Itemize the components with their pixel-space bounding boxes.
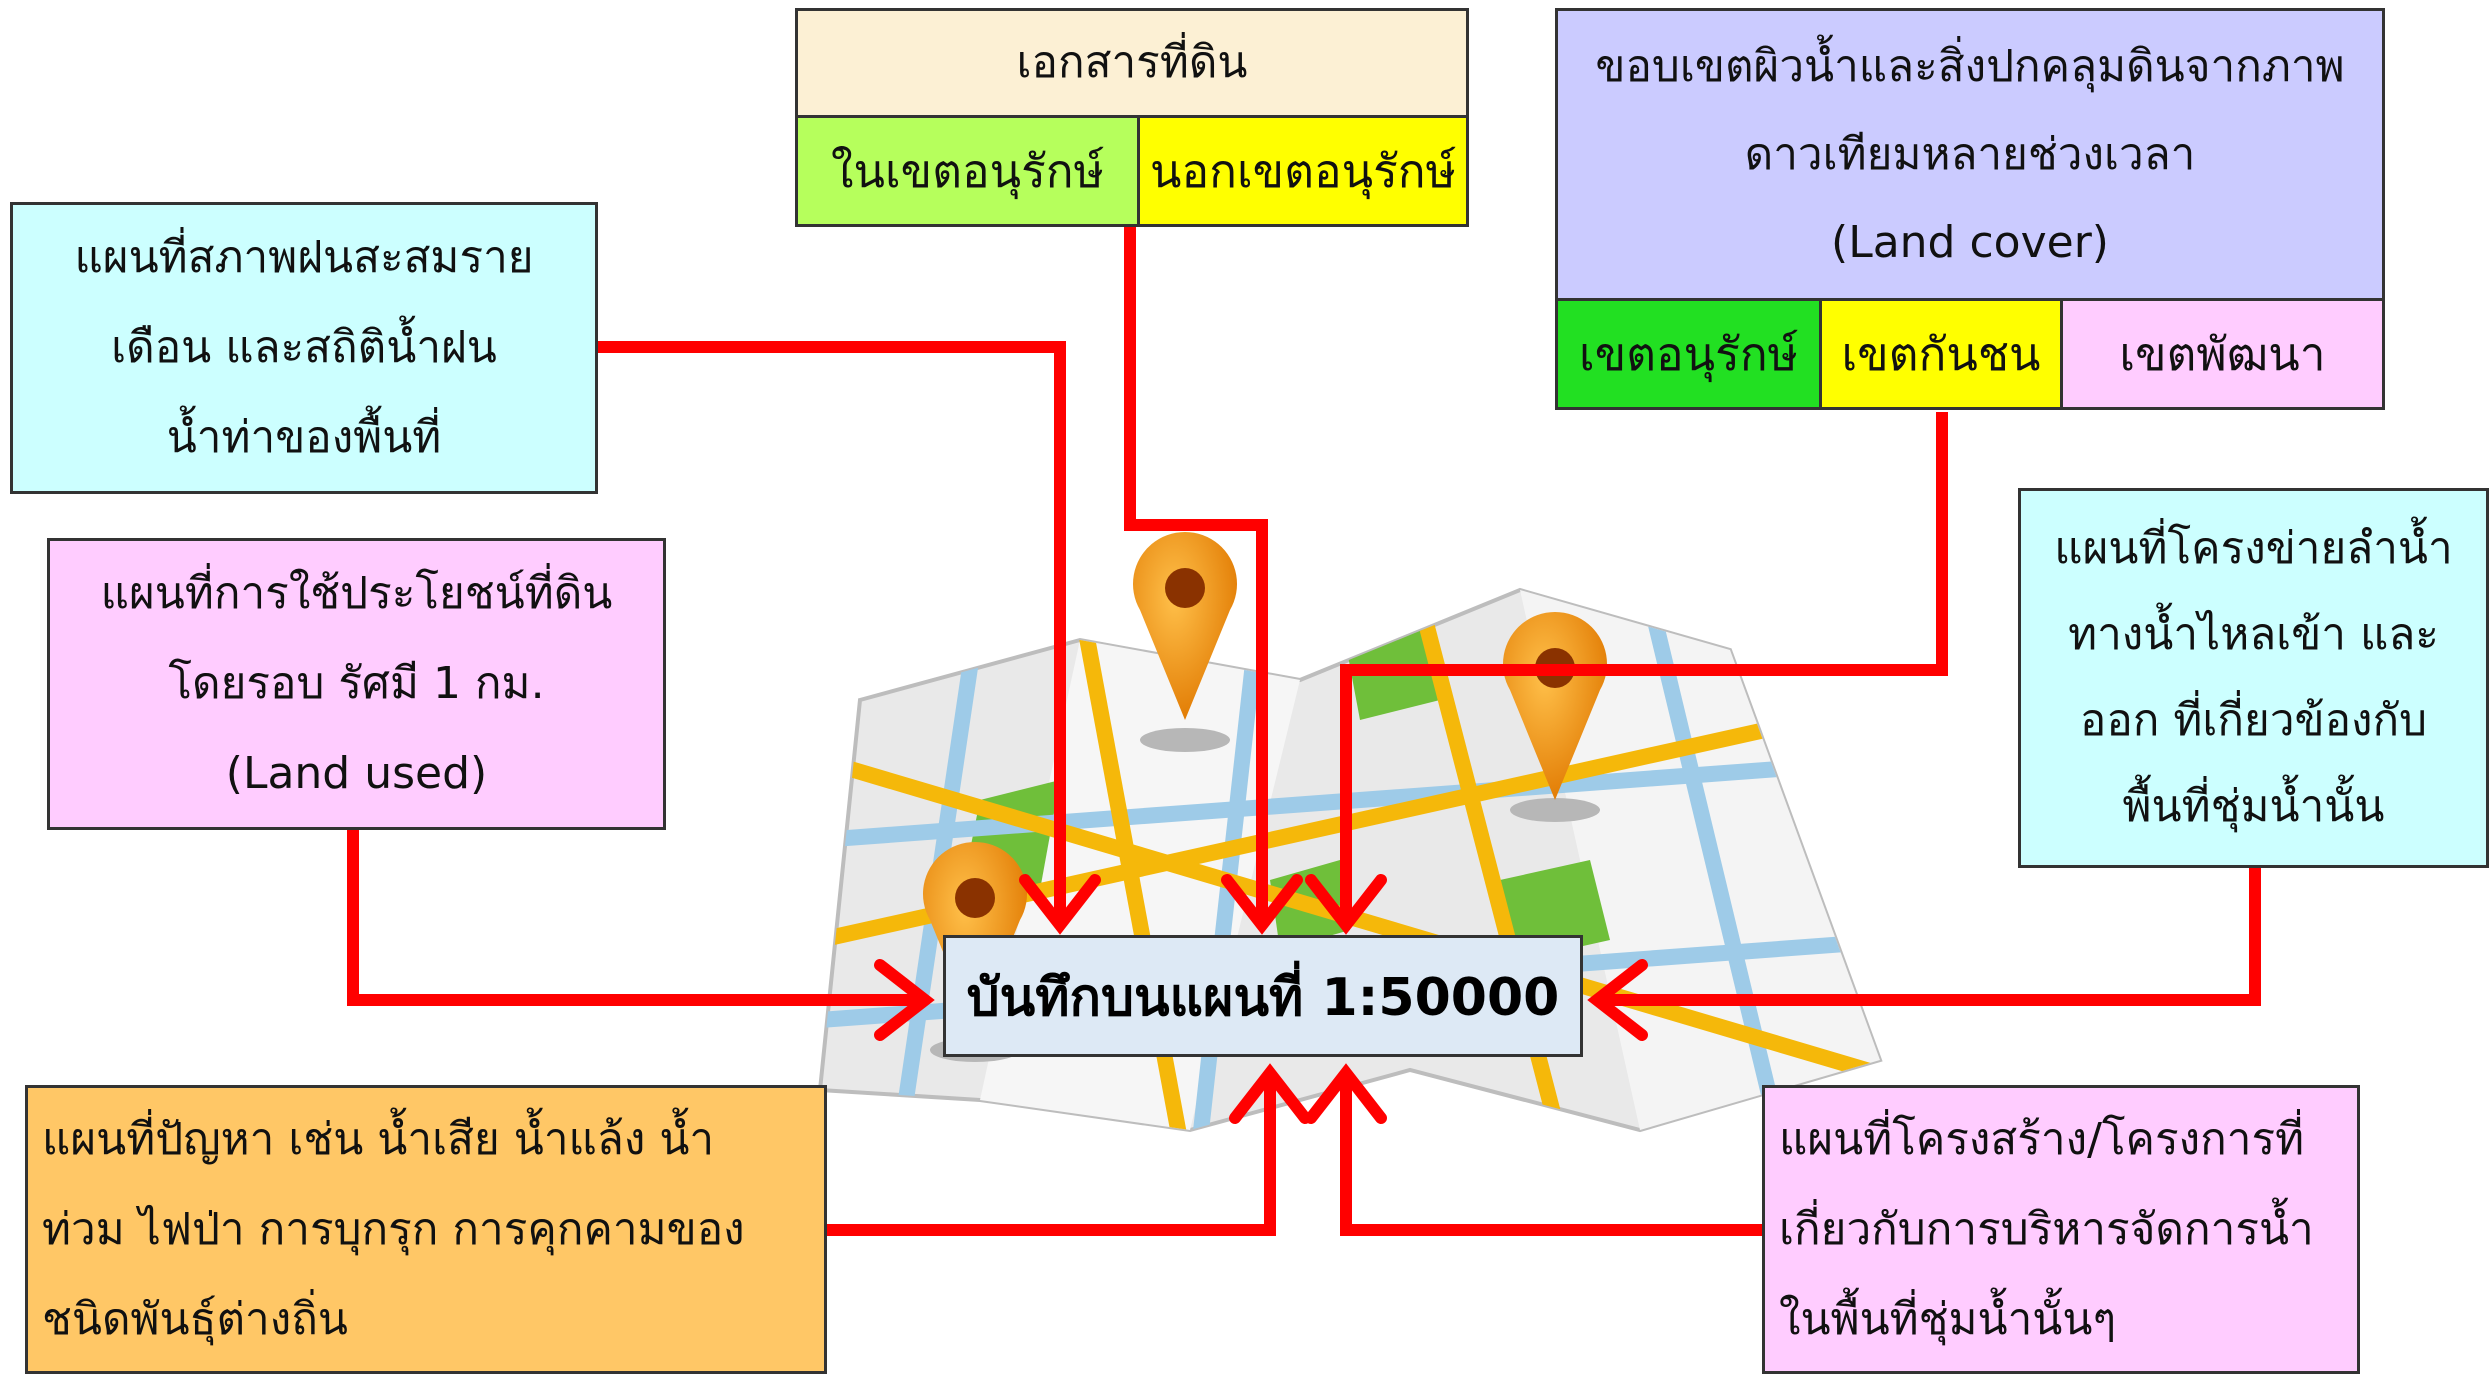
river-network-line-2: ทางน้ำไหลเข้า และ	[2068, 609, 2439, 660]
land-use-line-2: โดยรอบ รัศมี 1 กม.	[168, 658, 545, 709]
structures-line-3: ในพื้นที่ชุ่มน้ำนั้นๆ	[1779, 1293, 2117, 1345]
land-cover-line-2: ดาวเทียมหลายช่วงเวลา	[1744, 128, 2196, 180]
river-network-line-3: ออก ที่เกี่ยวข้องกับ	[2079, 695, 2428, 746]
river-network-line-4: พื้นที่ชุ่มน้ำนั้น	[2122, 781, 2385, 832]
problems-map-box: แผนที่ปัญหา เช่น น้ำเสีย น้ำแล้ง น้ำ ท่ว…	[25, 1085, 827, 1374]
rainfall-map-box: แผนที่สภาพฝนสะสมราย เดือน และสถิติน้ำฝน …	[10, 202, 598, 494]
problems-line-2: ท่วม ไฟป่า การบุกรุก การคุกคามของ	[42, 1203, 745, 1255]
buffer-zone: เขตกันชน	[1819, 298, 2063, 410]
map-pin-icon	[1133, 531, 1238, 720]
land-cover-line-3: (Land cover)	[1831, 216, 2109, 268]
conservation-zone: เขตอนุรักษ์	[1555, 298, 1822, 410]
rainfall-line-1: แผนที่สภาพฝนสะสมราย	[74, 232, 534, 283]
land-docs-title-text: เอกสารที่ดิน	[1016, 37, 1248, 88]
structures-map-box: แผนที่โครงสร้าง/โครงการที่ เกี่ยวกับการบ…	[1762, 1085, 2360, 1374]
river-network-line-1: แผนที่โครงข่ายลำน้ำ	[2054, 523, 2453, 574]
structures-line-2: เกี่ยวกับการบริหารจัดการน้ำ	[1779, 1203, 2314, 1255]
land-docs-inside-zone: ในเขตอนุรักษ์	[795, 115, 1140, 227]
problems-line-3: ชนิดพันธุ์ต่างถิ่น	[42, 1293, 348, 1345]
land-use-map-box: แผนที่การใช้ประโยชน์ที่ดิน โดยรอบ รัศมี …	[47, 538, 666, 830]
rainfall-line-2: เดือน และสถิติน้ำฝน	[111, 322, 497, 373]
structures-line-1: แผนที่โครงสร้าง/โครงการที่	[1779, 1113, 2305, 1165]
problems-line-1: แผนที่ปัญหา เช่น น้ำเสีย น้ำแล้ง น้ำ	[42, 1113, 715, 1165]
land-docs-title: เอกสารที่ดิน	[795, 8, 1469, 118]
land-cover-box: ขอบเขตผิวน้ำและสิ่งปกคลุมดินจากภาพ ดาวเท…	[1555, 8, 2385, 301]
land-cover-line-1: ขอบเขตผิวน้ำและสิ่งปกคลุมดินจากภาพ	[1595, 40, 2345, 92]
rainfall-line-3: น้ำท่าของพื้นที่	[166, 412, 442, 463]
map-scale-center-box: บันทึกบนแผนที่ 1:50000	[943, 935, 1583, 1057]
river-network-map-box: แผนที่โครงข่ายลำน้ำ ทางน้ำไหลเข้า และ ออ…	[2018, 488, 2489, 868]
land-docs-outside-zone: นอกเขตอนุรักษ์	[1137, 115, 1469, 227]
land-use-line-3: (Land used)	[225, 748, 488, 799]
development-zone: เขตพัฒนา	[2060, 298, 2385, 410]
land-use-line-1: แผนที่การใช้ประโยชน์ที่ดิน	[100, 568, 613, 619]
